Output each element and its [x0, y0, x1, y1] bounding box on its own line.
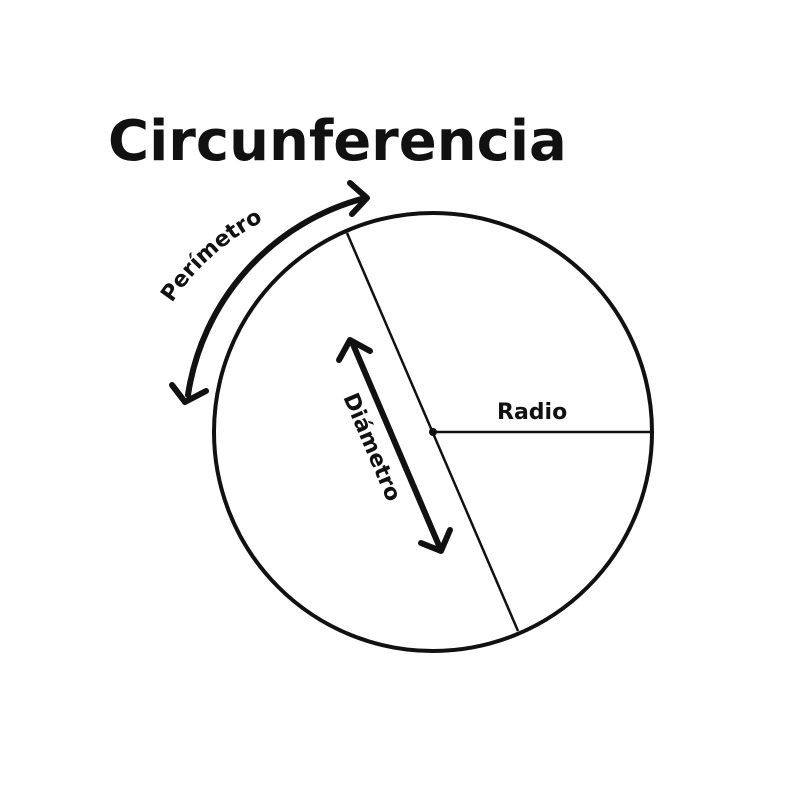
diagram-title: Circunferencia — [108, 109, 567, 174]
diameter-arrow-shaft — [349, 339, 443, 551]
perimeter-arrowhead-top — [347, 180, 370, 217]
radius-label: Radio — [497, 400, 567, 425]
perimeter-arrowhead-bottom — [169, 382, 209, 405]
perimeter-arrow-arc — [185, 195, 368, 398]
diameter-arrowhead-bottom — [418, 527, 453, 554]
diameter-arrowhead-top — [336, 337, 373, 363]
perimeter-label: Perímetro — [156, 204, 266, 306]
center-point — [429, 428, 437, 436]
perimeter-label-path: Perímetro — [156, 204, 266, 306]
